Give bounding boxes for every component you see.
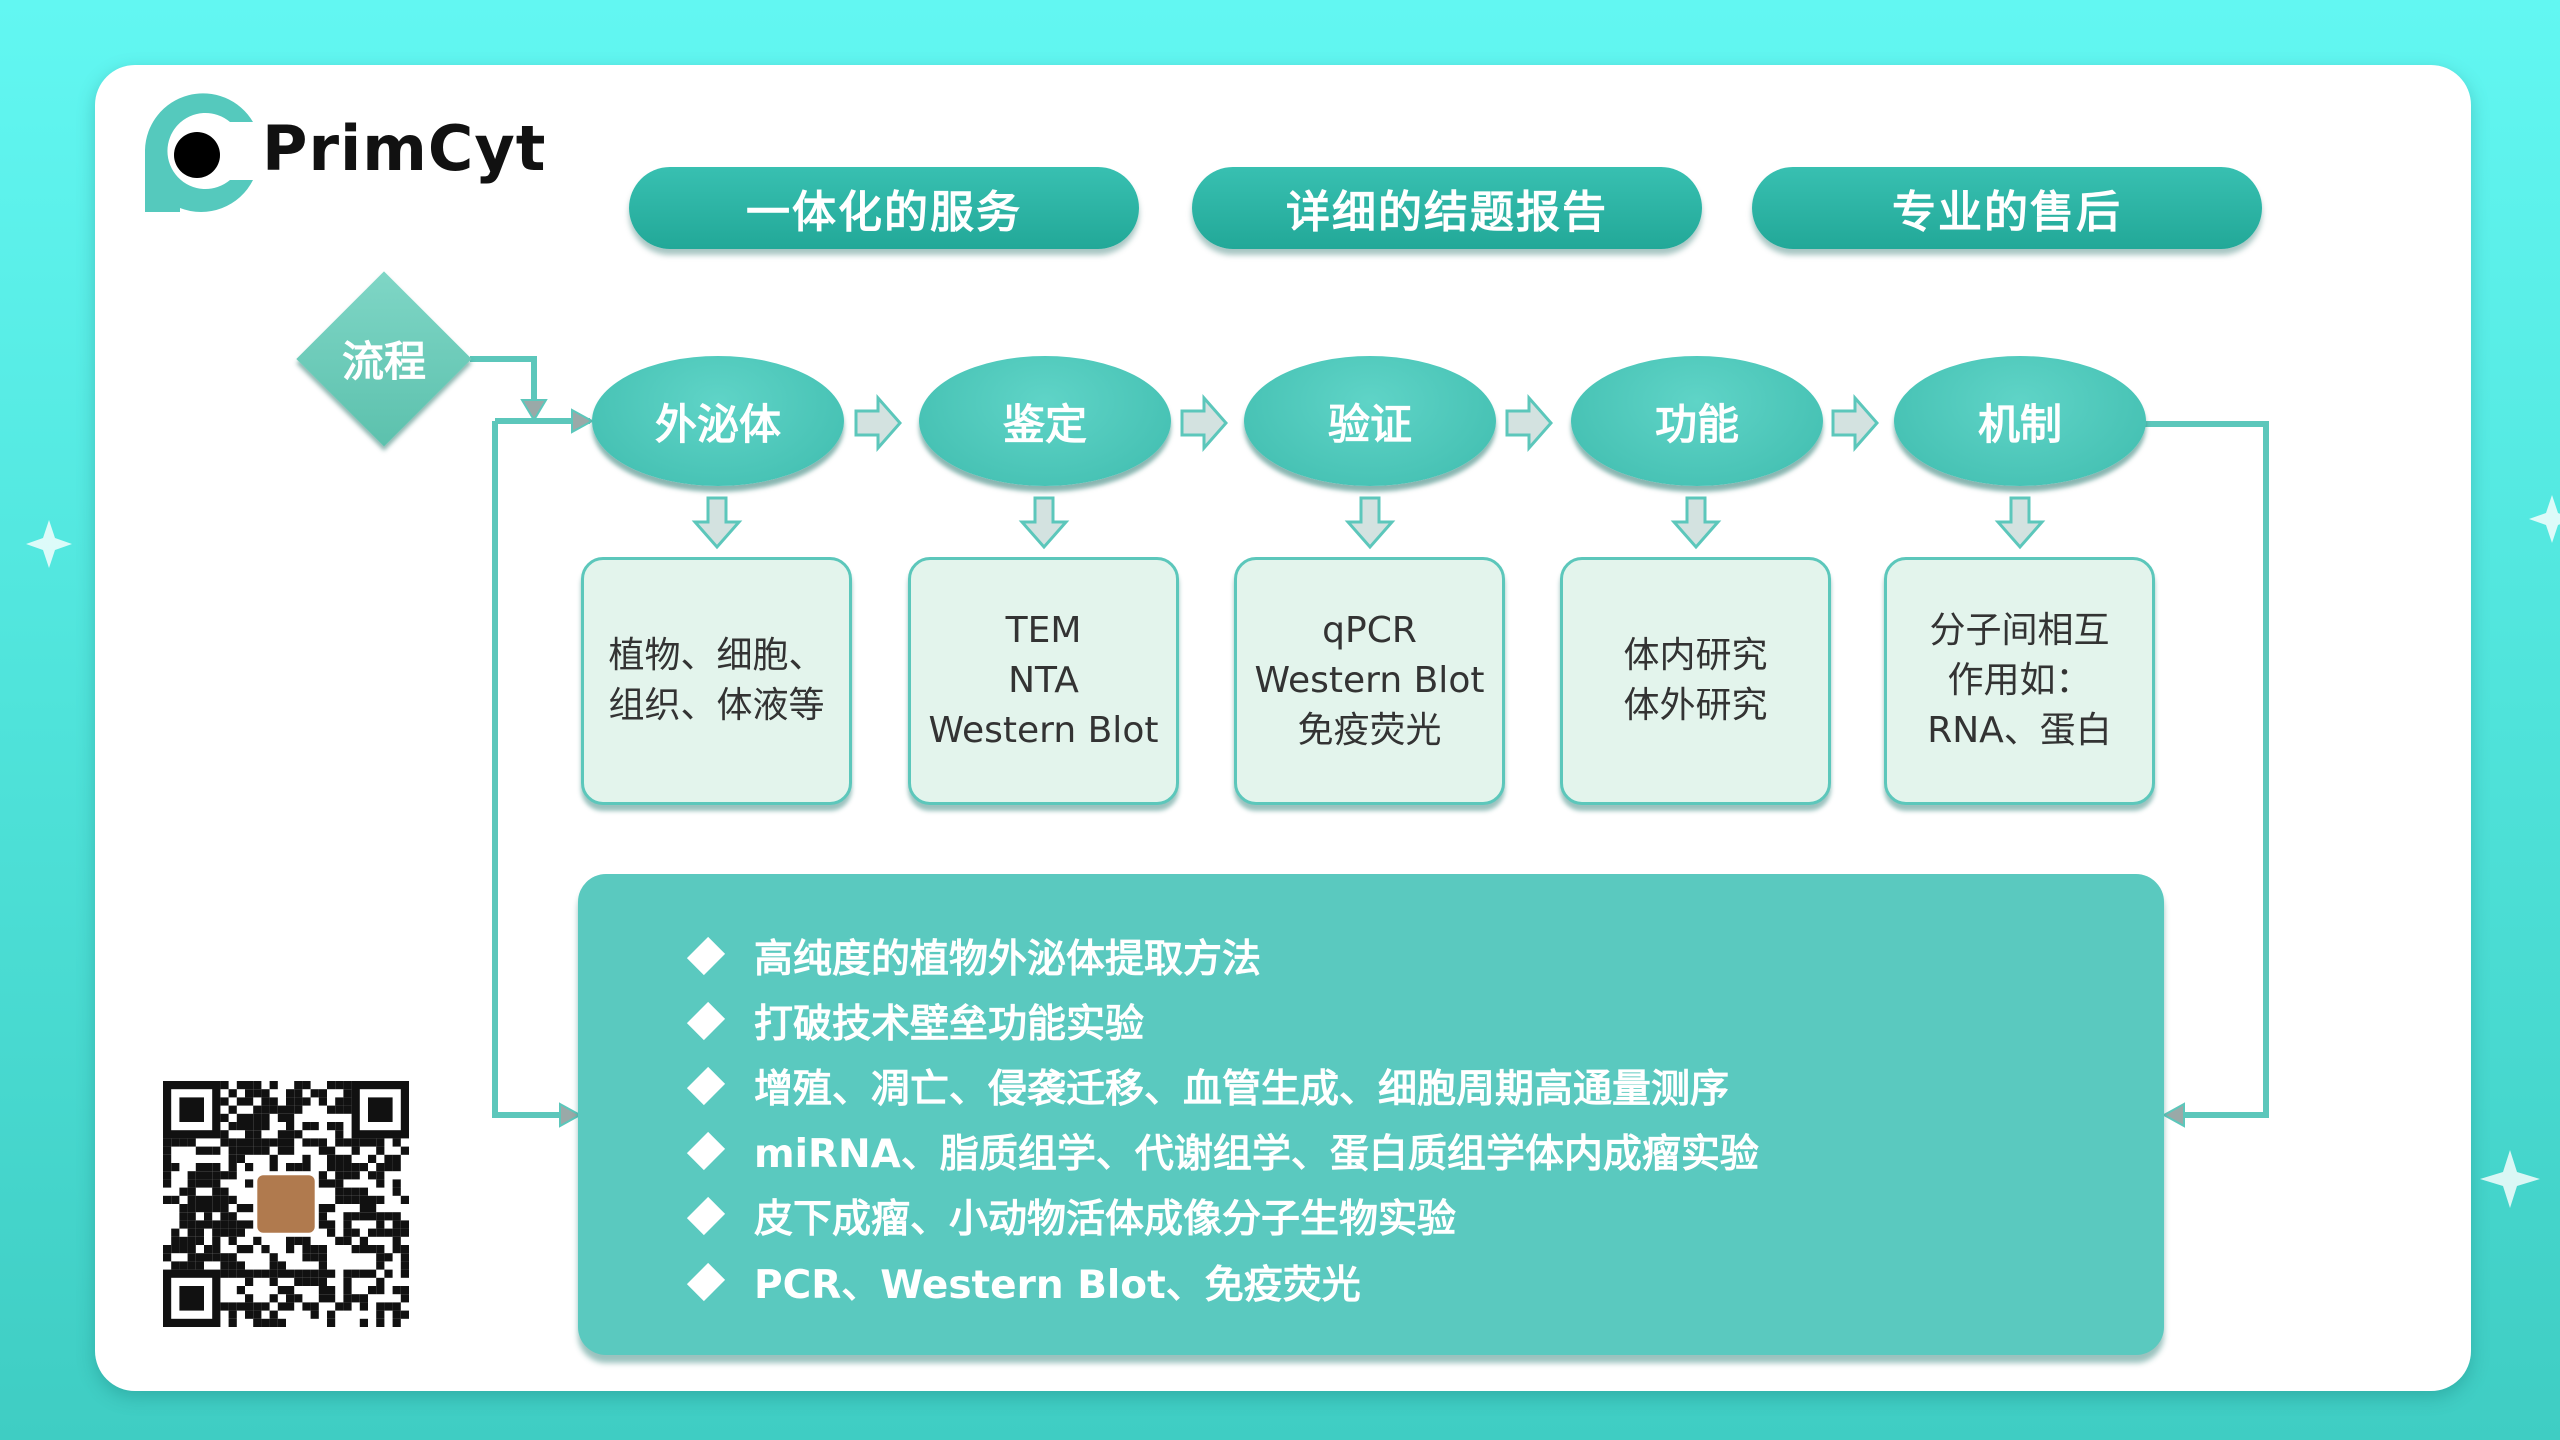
detail-line: 组织、体液等	[608, 685, 825, 726]
feature-text: 高纯度的植物外泌体提取方法	[754, 937, 1262, 982]
step-arrows	[854, 394, 1879, 452]
qr-finder	[179, 1097, 204, 1122]
detail-line: qPCR	[1322, 610, 1417, 651]
right-arrow-icon	[1831, 394, 1879, 452]
step-identification: 鉴定	[919, 356, 1171, 486]
primcyt-logo-icon	[145, 93, 253, 212]
bullet-diamond-icon	[686, 936, 726, 976]
detail-line: TEM	[1005, 610, 1082, 651]
brand-name: PrimCyt	[262, 112, 547, 185]
detail-box-exosome: 植物、细胞、 组织、体液等	[581, 557, 852, 805]
detail-line: 体内研究	[1623, 635, 1768, 676]
detail-line: 体外研究	[1623, 685, 1768, 726]
detail-box-function: 体内研究 体外研究	[1560, 557, 1831, 805]
step-validation: 验证	[1244, 356, 1496, 486]
feature-text: PCR、Western Blot、免疫荧光	[754, 1263, 1361, 1308]
feature-item: miRNA、脂质组学、代谢组学、蛋白质组学体内成瘤实验	[686, 1123, 1759, 1179]
bullet-diamond-icon	[686, 1066, 726, 1106]
step-function: 功能	[1571, 356, 1823, 486]
detail-line: Western Blot	[928, 710, 1159, 751]
sparkle-icon	[26, 495, 2560, 1208]
detail-box-validation: qPCR Western Blot 免疫荧光	[1234, 557, 1505, 805]
bullet-diamond-icon	[686, 1262, 726, 1302]
step-exosome: 外泌体	[592, 356, 844, 486]
qr-center-image	[257, 1175, 315, 1233]
detail-line: Western Blot	[1254, 660, 1485, 701]
down-arrow-icon	[1994, 496, 2046, 550]
detail-box-mechanism: 分子间相互 作用如： RNA、蛋白	[1884, 557, 2155, 805]
connector-arrowheads	[520, 399, 2185, 1128]
feature-item: PCR、Western Blot、免疫荧光	[686, 1254, 1361, 1310]
detail-line: RNA、蛋白	[1927, 710, 2112, 751]
detail-line: 免疫荧光	[1297, 710, 1442, 751]
detail-line: 作用如：	[1947, 660, 2092, 701]
right-arrow-icon	[854, 394, 902, 452]
detail-line: 植物、细胞、	[608, 635, 825, 676]
qr-code-icon	[163, 1081, 409, 1327]
down-arrow-icon	[1670, 496, 1722, 550]
features-panel: 高纯度的植物外泌体提取方法 打破技术壁垒功能实验 增殖、凋亡、侵袭迁移、血管生成…	[578, 874, 2164, 1355]
down-arrow-icon	[1344, 496, 1396, 550]
bullet-diamond-icon	[686, 1131, 726, 1171]
qr-finder	[179, 1286, 204, 1311]
detail-box-identification: TEM NTA Western Blot	[908, 557, 1179, 805]
step-mechanism: 机制	[1894, 356, 2146, 486]
down-arrow-icon	[691, 496, 743, 550]
bullet-diamond-icon	[686, 1001, 726, 1041]
right-arrow-icon	[1180, 394, 1228, 452]
detail-line: NTA	[1008, 660, 1079, 701]
feature-item: 打破技术壁垒功能实验	[686, 993, 1145, 1049]
feature-text: 增殖、凋亡、侵袭迁移、血管生成、细胞周期高通量测序	[754, 1067, 1730, 1112]
pill-detailed-report: 详细的结题报告	[1192, 167, 1702, 249]
qr-finder	[368, 1097, 393, 1122]
right-arrow-icon	[1505, 394, 1553, 452]
feature-item: 增殖、凋亡、侵袭迁移、血管生成、细胞周期高通量测序	[686, 1058, 1730, 1114]
down-arrow-icon	[1018, 496, 1070, 550]
detail-line: 分子间相互	[1929, 610, 2110, 651]
bullet-diamond-icon	[686, 1196, 726, 1236]
flow-start-label: 流程	[341, 337, 426, 386]
feature-item: 皮下成瘤、小动物活体成像分子生物实验	[686, 1188, 1457, 1244]
feature-text: 打破技术壁垒功能实验	[754, 1002, 1145, 1047]
feature-item: 高纯度的植物外泌体提取方法	[686, 928, 1262, 984]
down-arrows	[691, 496, 2046, 550]
pill-integrated-service: 一体化的服务	[629, 167, 1139, 249]
feature-text: 皮下成瘤、小动物活体成像分子生物实验	[754, 1197, 1457, 1242]
pill-after-sales: 专业的售后	[1752, 167, 2262, 249]
feature-text: miRNA、脂质组学、代谢组学、蛋白质组学体内成瘤实验	[754, 1132, 1759, 1177]
decor-triangles	[2208, 1316, 2414, 1340]
